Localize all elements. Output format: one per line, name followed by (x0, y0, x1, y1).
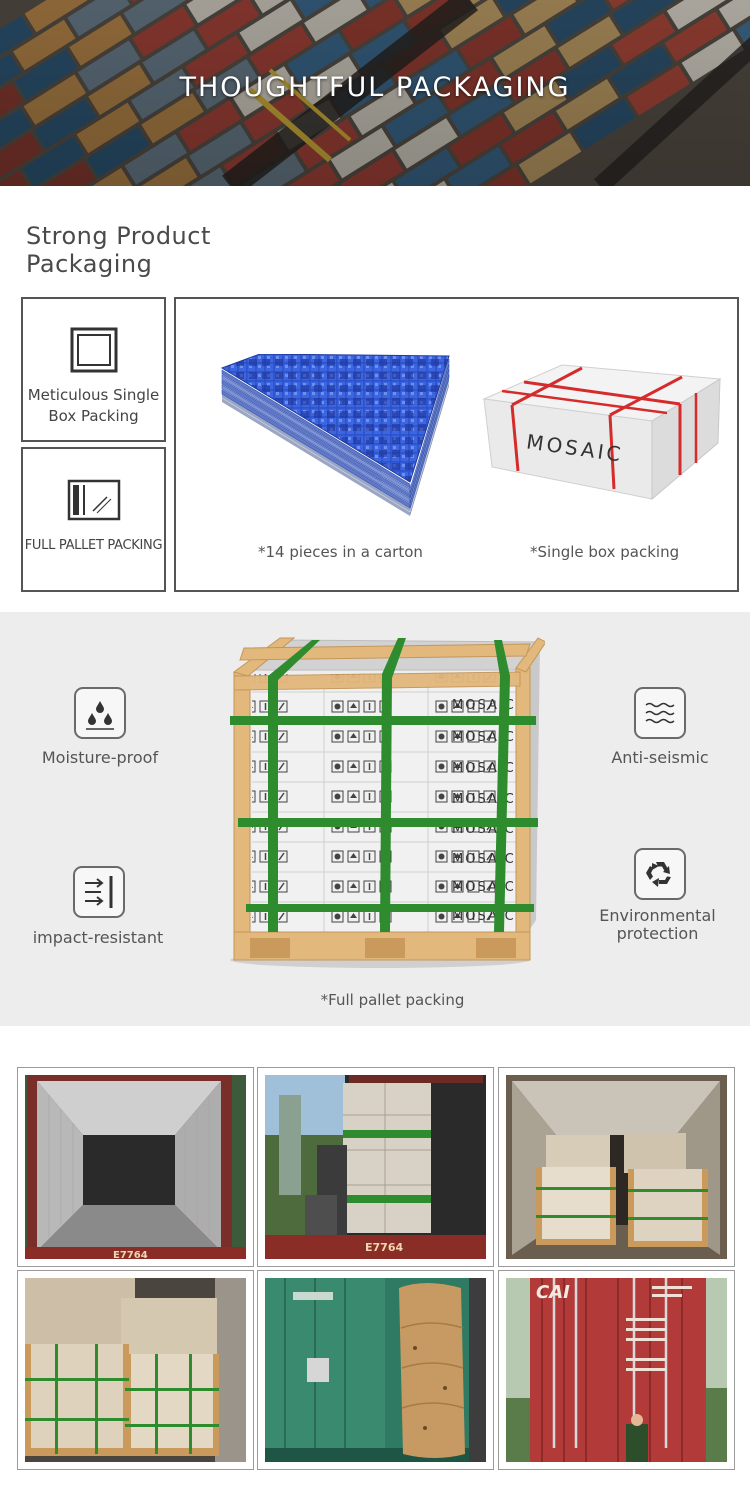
moisture-proof-icon-frame (74, 687, 126, 739)
environmental-label-line1: Environmental (599, 906, 716, 925)
empty-container-image: E7764 (25, 1075, 246, 1259)
crate-brand-7: MOSAIC (452, 880, 516, 895)
impact-resistant-icon-frame (73, 866, 125, 918)
photo-forklift-loading: E7764 (257, 1067, 494, 1267)
full-pallet-image: MOSAIC MOSAIC MOSAIC MOSAIC MOSAIC MOSAI… (230, 637, 545, 968)
photo-sealed-container: CAI (498, 1270, 735, 1470)
full-pallet-card: FULL PALLET PACKING (21, 447, 166, 592)
section-title-line1: Strong Product (26, 222, 211, 250)
crate-brand-1: MOSAIC (452, 698, 516, 713)
anti-seismic-icon-frame (634, 687, 686, 739)
stacked-pallets-image (25, 1278, 246, 1462)
photo-stacked-pallets (17, 1270, 254, 1470)
loaded-pallets-image (506, 1075, 727, 1259)
packaging-showcase: MOSAIC *14 pieces in a carton *Single bo… (174, 297, 739, 592)
photo-empty-container: E7764 (17, 1067, 254, 1267)
airbag-dunnage-image (265, 1278, 486, 1462)
pallet-icon (67, 479, 121, 521)
impact-resistant-icon (85, 876, 113, 908)
section-title-line2: Packaging (26, 250, 153, 278)
crate-brand-2: MOSAIC (452, 730, 516, 745)
container-yard-photo (0, 0, 750, 186)
impact-resistant-label: impact-resistant (32, 928, 164, 947)
moisture-proof-label: Moisture-proof (41, 748, 159, 767)
recycle-icon (646, 862, 671, 887)
section-title: Strong Product Packaging (26, 222, 286, 278)
hero-banner: THOUGHTFUL PACKAGING (0, 0, 750, 186)
photo-airbag-dunnage (257, 1270, 494, 1470)
mosaic-stack-image (220, 354, 450, 516)
forklift-loading-image: E7764 (265, 1075, 486, 1259)
container-code-2: E7764 (365, 1241, 403, 1254)
environmental-label: Environmental protection (580, 907, 735, 943)
pallet-caption: *Full pallet packing (320, 991, 465, 1009)
sealed-container-image: CAI (506, 1278, 727, 1462)
environmental-icon-frame (634, 848, 686, 900)
container-code-1: E7764 (113, 1250, 148, 1259)
hero-title: THOUGHTFUL PACKAGING (179, 72, 571, 103)
crate-brand-6: MOSAIC (452, 852, 516, 867)
single-box-icon (70, 327, 118, 373)
single-carton-image: MOSAIC (482, 364, 722, 501)
carton-caption: *14 pieces in a carton (258, 543, 423, 561)
waves-icon (645, 702, 675, 724)
environmental-label-line2: protection (616, 924, 699, 943)
single-box-card: Meticulous Single Box Packing (21, 297, 166, 442)
full-pallet-label: FULL PALLET PACKING (24, 538, 163, 553)
single-box-label: Meticulous Single Box Packing (27, 386, 160, 425)
anti-seismic-label: Anti-seismic (611, 748, 709, 767)
water-drops-icon (86, 701, 114, 730)
container-brand-code: CAI (536, 1282, 570, 1303)
single-box-caption: *Single box packing (530, 543, 680, 561)
photo-loaded-pallets (498, 1067, 735, 1267)
